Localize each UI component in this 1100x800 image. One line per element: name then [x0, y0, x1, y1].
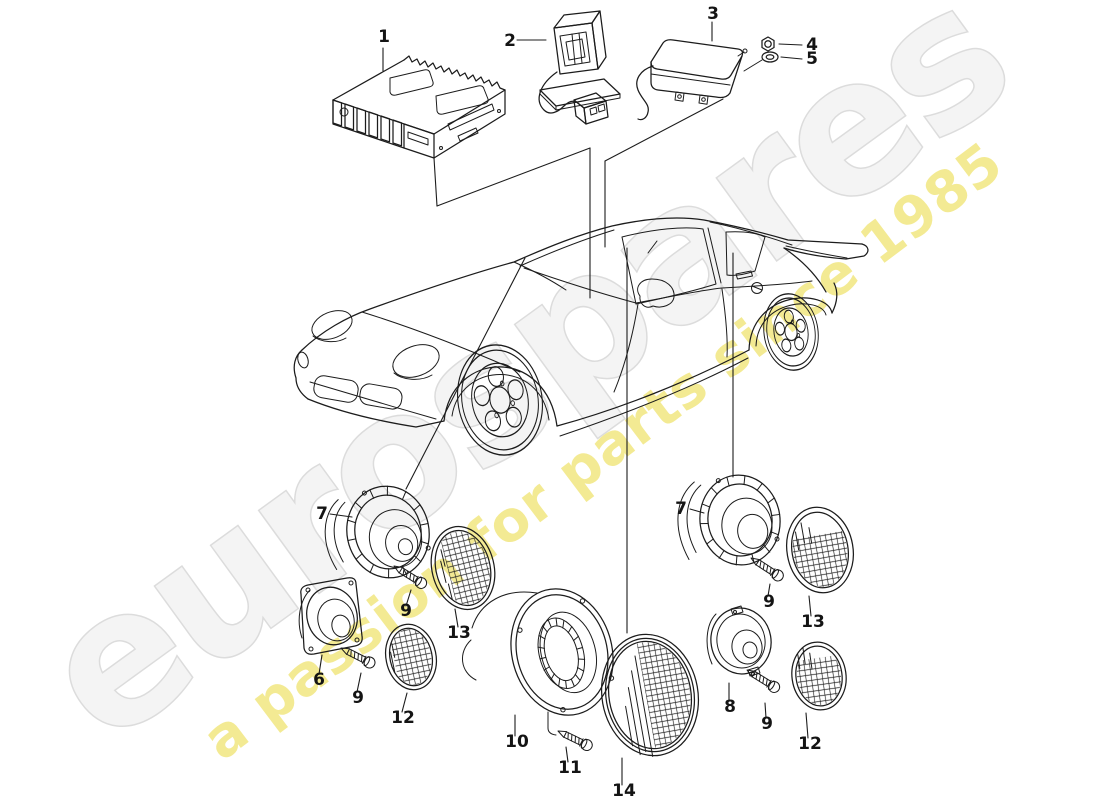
- part-11-screw: [555, 725, 595, 753]
- watermark-brand-text: eurospares: [4, 0, 1045, 784]
- callout-9-left-top: 9: [400, 601, 412, 621]
- callout-3: 3: [707, 4, 719, 24]
- callout-7-left: 7: [316, 504, 328, 524]
- callouts: 1 2 3 4 5 7 9 13 6 9 12 10 11 14 7 9 13 …: [313, 4, 825, 800]
- callout-14: 14: [612, 781, 636, 800]
- callout-11: 11: [558, 758, 582, 778]
- callout-12-left: 12: [391, 708, 415, 728]
- car-outline: [293, 217, 869, 456]
- callout-leaders: [318, 21, 812, 786]
- rear-wheel: [763, 293, 819, 371]
- part-12-grille-right: [791, 641, 847, 711]
- callout-2: 2: [504, 31, 516, 51]
- front-wheel: [456, 344, 544, 456]
- part-9-screw-right-top: [747, 552, 786, 584]
- callout-1: 1: [378, 27, 390, 47]
- watermark: eurospares a passion for parts since 198…: [2, 0, 1046, 785]
- part-7-speaker-left: [324, 485, 431, 579]
- callout-9-left-bottom: 9: [352, 688, 364, 708]
- part-8-speaker: [706, 605, 772, 677]
- part-10-speaker: [510, 588, 615, 716]
- callout-13-right: 13: [801, 612, 825, 632]
- callout-9-right-top: 9: [763, 592, 775, 612]
- part-1-amplifier: [332, 55, 506, 159]
- callout-10: 10: [505, 732, 529, 752]
- leader-lines: [405, 98, 734, 634]
- part-6-speaker: [298, 577, 363, 655]
- part-2-bracket-connector: [538, 10, 621, 125]
- callout-8: 8: [724, 697, 736, 717]
- part-3-relay: [636, 39, 748, 121]
- callout-4: 4: [806, 35, 818, 55]
- callout-6: 6: [313, 670, 325, 690]
- callout-13-left: 13: [447, 623, 471, 643]
- part-13-grille-right: [786, 506, 854, 594]
- callout-9-right-bottom: 9: [761, 714, 773, 734]
- callout-12-right: 12: [798, 734, 822, 754]
- callout-7-right: 7: [675, 499, 687, 519]
- callout-5: 5: [806, 49, 818, 69]
- part-14-grille: [600, 633, 700, 757]
- part-10-wires: [462, 591, 557, 736]
- part-7-speaker-right: [677, 474, 781, 566]
- part-5-washer: [743, 51, 779, 72]
- part-4-nut: [761, 36, 775, 52]
